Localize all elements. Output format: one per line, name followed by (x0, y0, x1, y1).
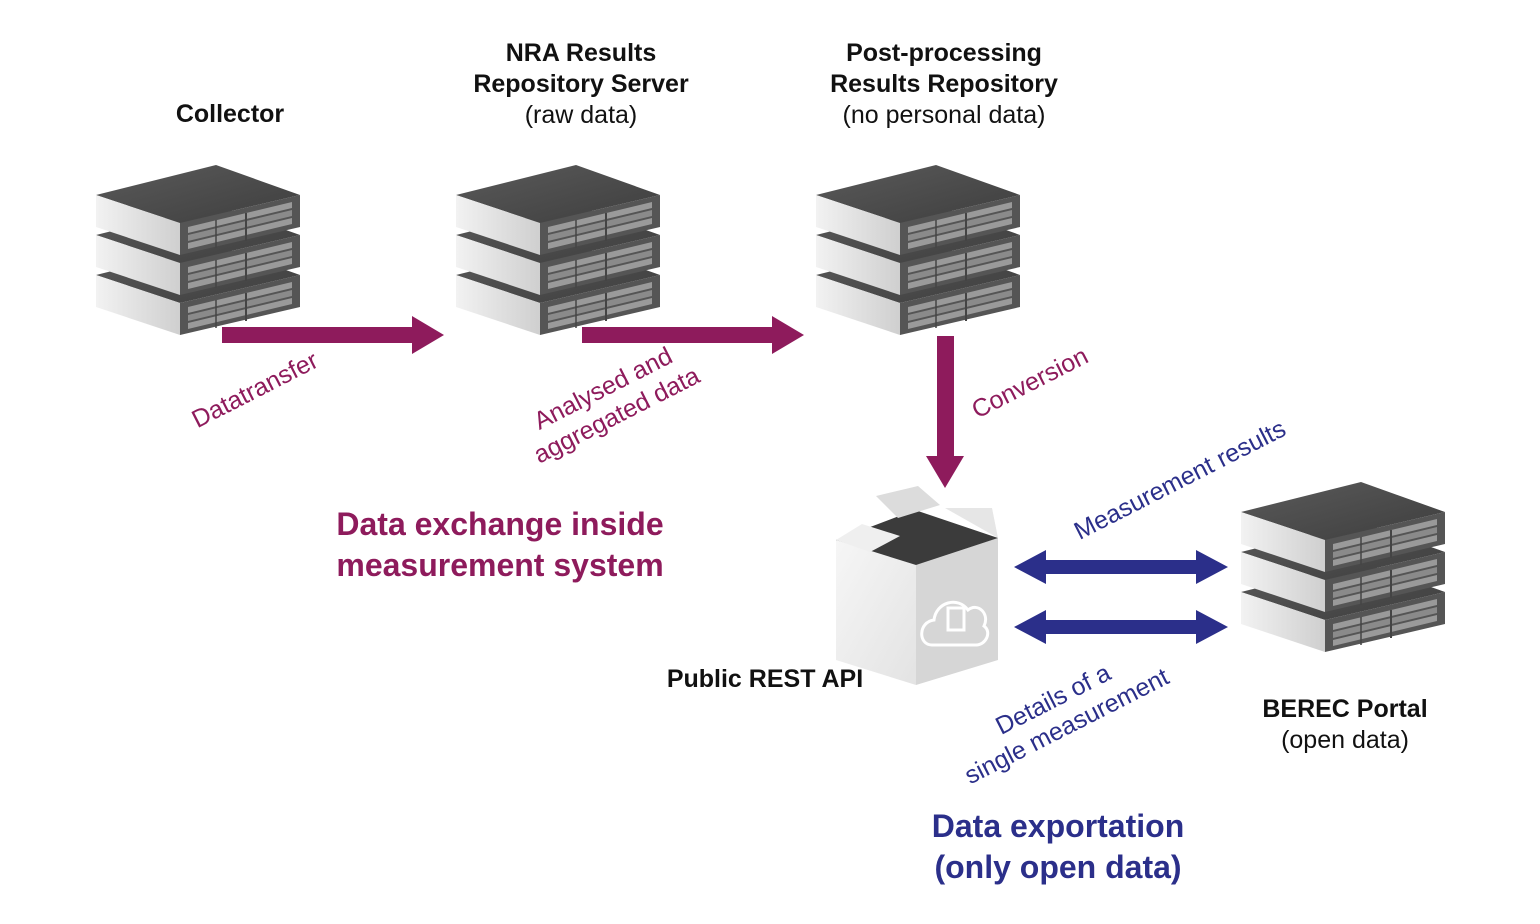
berec-subtitle: (open data) (1281, 726, 1409, 754)
postproc-server-icon (816, 165, 1020, 335)
collector-label: Collector (140, 99, 320, 130)
export-title-line-1: Data exportation (931, 808, 1185, 844)
details-arrow (1014, 610, 1228, 644)
api-title: Public REST API (666, 665, 864, 693)
collector-server-icon (96, 165, 300, 335)
cloud-file-icon (920, 600, 990, 647)
nra-label: NRA Results Repository Server (raw data) (450, 38, 712, 131)
export-title-line-2: (only open data) (934, 849, 1182, 885)
export-section-title: Data exportation (only open data) (888, 806, 1228, 888)
nra-server-icon (456, 165, 660, 335)
api-box-icon (836, 486, 998, 685)
postproc-label: Post-processing Results Repository (no p… (810, 38, 1078, 131)
berec-server-icon (1241, 482, 1445, 652)
datatransfer-arrow (222, 316, 444, 354)
measurement-results-arrow (1014, 550, 1228, 584)
nra-title-line-1: NRA Results (505, 39, 657, 67)
postproc-subtitle: (no personal data) (842, 101, 1046, 129)
berec-label: BEREC Portal (open data) (1245, 694, 1445, 756)
nra-title-line-2: Repository Server (473, 70, 689, 98)
collector-title: Collector (175, 100, 285, 128)
conversion-arrow (926, 336, 964, 488)
analysed-data-arrow (582, 316, 804, 354)
internal-section-title: Data exchange inside measurement system (290, 504, 710, 586)
postproc-title-line-2: Results Repository (830, 70, 1058, 98)
internal-title-line-1: Data exchange inside (336, 506, 664, 542)
nra-subtitle: (raw data) (524, 101, 638, 129)
api-label: Public REST API (660, 664, 870, 695)
internal-title-line-2: measurement system (336, 547, 664, 583)
berec-title: BEREC Portal (1262, 695, 1428, 723)
postproc-title-line-1: Post-processing (846, 39, 1042, 67)
